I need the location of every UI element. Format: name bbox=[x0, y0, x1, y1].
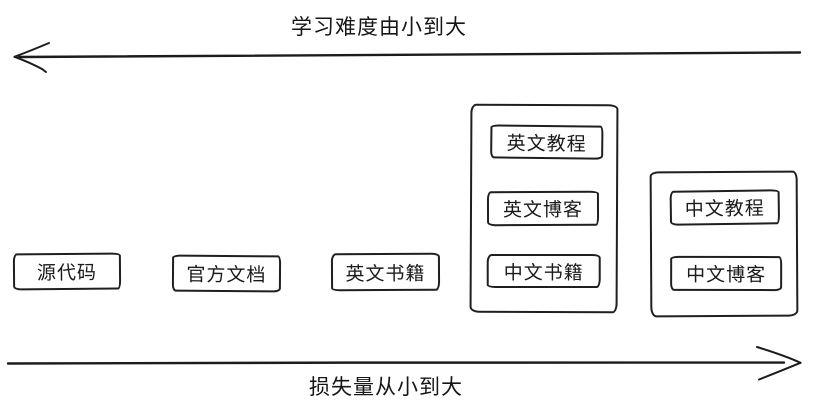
node-label: 中文书籍 bbox=[503, 262, 584, 284]
node-official-docs: 官方文档 bbox=[171, 254, 282, 293]
group-chinese-resources: 中文教程 中文博客 bbox=[649, 170, 799, 318]
node-label: 源代码 bbox=[36, 262, 98, 285]
node-chinese-books: 中文书籍 bbox=[486, 253, 601, 289]
node-english-books: 英文书籍 bbox=[330, 252, 441, 292]
node-label: 英文博客 bbox=[502, 199, 584, 222]
node-label: 官方文档 bbox=[186, 264, 267, 287]
group-english-resources: 英文教程 英文博客 中文书籍 bbox=[469, 103, 619, 314]
top-axis-label: 学习难度由小到大 bbox=[291, 16, 467, 39]
node-label: 英文书籍 bbox=[345, 263, 426, 285]
node-label: 中文博客 bbox=[686, 264, 767, 287]
left-arrow-icon bbox=[13, 42, 802, 73]
node-label: 中文教程 bbox=[684, 198, 765, 221]
node-english-blogs: 英文博客 bbox=[486, 190, 600, 227]
node-english-tutorials: 英文教程 bbox=[490, 124, 604, 160]
node-source-code: 源代码 bbox=[12, 252, 122, 291]
node-label: 英文教程 bbox=[506, 133, 587, 155]
bottom-axis-label: 损失量从小到大 bbox=[309, 376, 463, 399]
node-chinese-blogs: 中文博客 bbox=[670, 255, 783, 292]
node-chinese-tutorials: 中文教程 bbox=[669, 189, 781, 226]
